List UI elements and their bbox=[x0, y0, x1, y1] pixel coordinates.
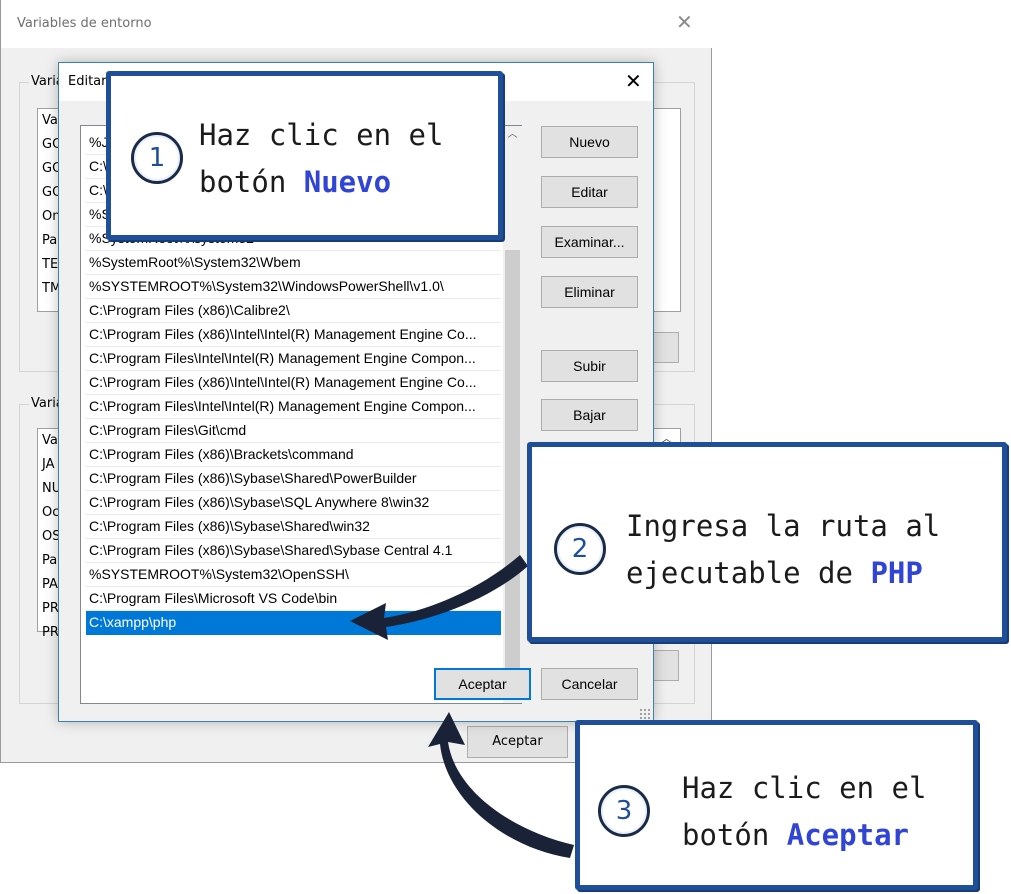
system-variables-label: Varia bbox=[29, 396, 66, 411]
list-item[interactable]: GC bbox=[42, 185, 62, 200]
move-down-button[interactable]: Bajar bbox=[541, 399, 638, 431]
cancel-button[interactable]: Cancelar bbox=[541, 668, 638, 700]
callout-line-2: botón Aceptar bbox=[682, 812, 926, 859]
step-number-badge: 3 bbox=[598, 785, 650, 837]
path-row[interactable]: C:\Program Files (x86)\Intel\Intel(R) Ma… bbox=[86, 323, 501, 347]
list-item[interactable]: Va bbox=[42, 433, 58, 448]
scroll-thumb[interactable] bbox=[505, 250, 520, 680]
chevron-up-icon[interactable]: ︿ bbox=[661, 432, 672, 445]
scroll-up-icon[interactable]: ︿ bbox=[507, 129, 518, 140]
dialog-title: Editar bbox=[68, 74, 107, 89]
delete-button[interactable]: Eliminar bbox=[541, 276, 638, 308]
dialog-close-icon[interactable]: ✕ bbox=[625, 69, 642, 93]
step-number-badge: 1 bbox=[131, 132, 183, 184]
callout-line-2-prefix: ejecutable de bbox=[626, 556, 871, 590]
callout-text: Ingresa la ruta al ejecutable de PHP bbox=[626, 503, 940, 597]
bg-title-bar: Variables de entorno ✕ bbox=[1, 0, 713, 48]
ok-button[interactable]: Aceptar bbox=[434, 668, 531, 700]
callout-highlight: Nuevo bbox=[303, 165, 392, 199]
path-row[interactable]: C:\Program Files (x86)\Sybase\Shared\Pow… bbox=[86, 467, 501, 491]
move-up-button[interactable]: Subir bbox=[541, 350, 638, 382]
list-item[interactable]: PR bbox=[42, 601, 59, 616]
path-row[interactable]: C:\Program Files (x86)\Sybase\Shared\win… bbox=[86, 515, 501, 539]
new-button[interactable]: Nuevo bbox=[541, 126, 638, 158]
callout-line-1: Haz clic en el bbox=[682, 771, 927, 805]
list-item[interactable]: OS bbox=[42, 529, 61, 544]
list-item[interactable]: Pa bbox=[42, 553, 58, 568]
list-item[interactable]: PR bbox=[42, 625, 59, 640]
callout-highlight: Aceptar bbox=[786, 818, 909, 852]
list-item[interactable]: GC bbox=[42, 137, 62, 152]
list-item[interactable]: PA bbox=[42, 577, 58, 592]
callout-step-1: 1 Haz clic en el botón Nuevo bbox=[106, 71, 503, 240]
callout-highlight: PHP bbox=[870, 556, 923, 590]
callout-line-2-prefix: botón bbox=[199, 165, 304, 199]
callout-line-2: ejecutable de PHP bbox=[626, 550, 940, 597]
browse-button[interactable]: Examinar... bbox=[541, 226, 638, 258]
bg-ok-button[interactable]: Aceptar bbox=[467, 726, 568, 758]
path-row[interactable]: C:\Program Files (x86)\Calibre2\ bbox=[86, 299, 501, 323]
path-row[interactable]: C:\Program Files (x86)\Sybase\Shared\Syb… bbox=[86, 539, 501, 563]
callout-line-2: botón Nuevo bbox=[199, 159, 443, 206]
list-item[interactable]: On bbox=[42, 209, 61, 224]
resize-grip[interactable] bbox=[639, 708, 651, 720]
callout-text: Haz clic en el botón Nuevo bbox=[199, 112, 443, 206]
list-item[interactable]: Va bbox=[42, 113, 58, 128]
path-row[interactable]: C:\Program Files\Intel\Intel(R) Manageme… bbox=[86, 395, 501, 419]
list-item[interactable]: Oc bbox=[42, 505, 60, 520]
callout-line-1: Haz clic en el bbox=[199, 118, 444, 152]
path-row[interactable]: C:\Program Files\Microsoft VS Code\bin bbox=[86, 587, 501, 611]
callout-text: Haz clic en el botón Aceptar bbox=[682, 765, 926, 859]
path-list-scrollbar[interactable]: ︿ ﹀ bbox=[503, 126, 522, 703]
path-row[interactable]: C:\Program Files (x86)\Intel\Intel(R) Ma… bbox=[86, 371, 501, 395]
bg-window-title: Variables de entorno bbox=[17, 16, 152, 31]
user-variables-label: Varia bbox=[29, 74, 66, 89]
path-row[interactable]: %SystemRoot%\System32\Wbem bbox=[86, 251, 501, 275]
user-delete-button[interactable] bbox=[653, 332, 679, 363]
list-item[interactable]: GC bbox=[42, 161, 62, 176]
callout-step-2: 2 Ingresa la ruta al ejecutable de PHP bbox=[527, 442, 1007, 642]
path-row[interactable]: %SYSTEMROOT%\System32\WindowsPowerShell\… bbox=[86, 275, 501, 299]
list-item[interactable]: TM bbox=[42, 281, 62, 296]
path-row[interactable]: C:\Program Files (x86)\Sybase\SQL Anywhe… bbox=[86, 491, 501, 515]
edit-button[interactable]: Editar bbox=[541, 176, 638, 208]
callout-step-3: 3 Haz clic en el botón Aceptar bbox=[575, 720, 978, 890]
system-delete-button[interactable] bbox=[653, 650, 679, 681]
callout-line-1: Ingresa la ruta al bbox=[626, 509, 941, 543]
path-row[interactable]: C:\Program Files\Intel\Intel(R) Manageme… bbox=[86, 347, 501, 371]
path-row-selected[interactable]: C:\xampp\php bbox=[86, 611, 501, 635]
path-row[interactable]: C:\Program Files\Git\cmd bbox=[86, 419, 501, 443]
step-number-badge: 2 bbox=[554, 523, 606, 575]
path-row[interactable]: C:\Program Files (x86)\Brackets\command bbox=[86, 443, 501, 467]
callout-line-2-prefix: botón bbox=[682, 818, 787, 852]
close-icon[interactable]: ✕ bbox=[676, 10, 693, 34]
list-item[interactable]: JA bbox=[42, 457, 55, 472]
list-item[interactable]: Pa bbox=[42, 233, 58, 248]
list-item[interactable]: TE bbox=[42, 257, 59, 272]
list-item[interactable]: NU bbox=[42, 481, 62, 496]
path-row[interactable]: %SYSTEMROOT%\System32\OpenSSH\ bbox=[86, 563, 501, 587]
